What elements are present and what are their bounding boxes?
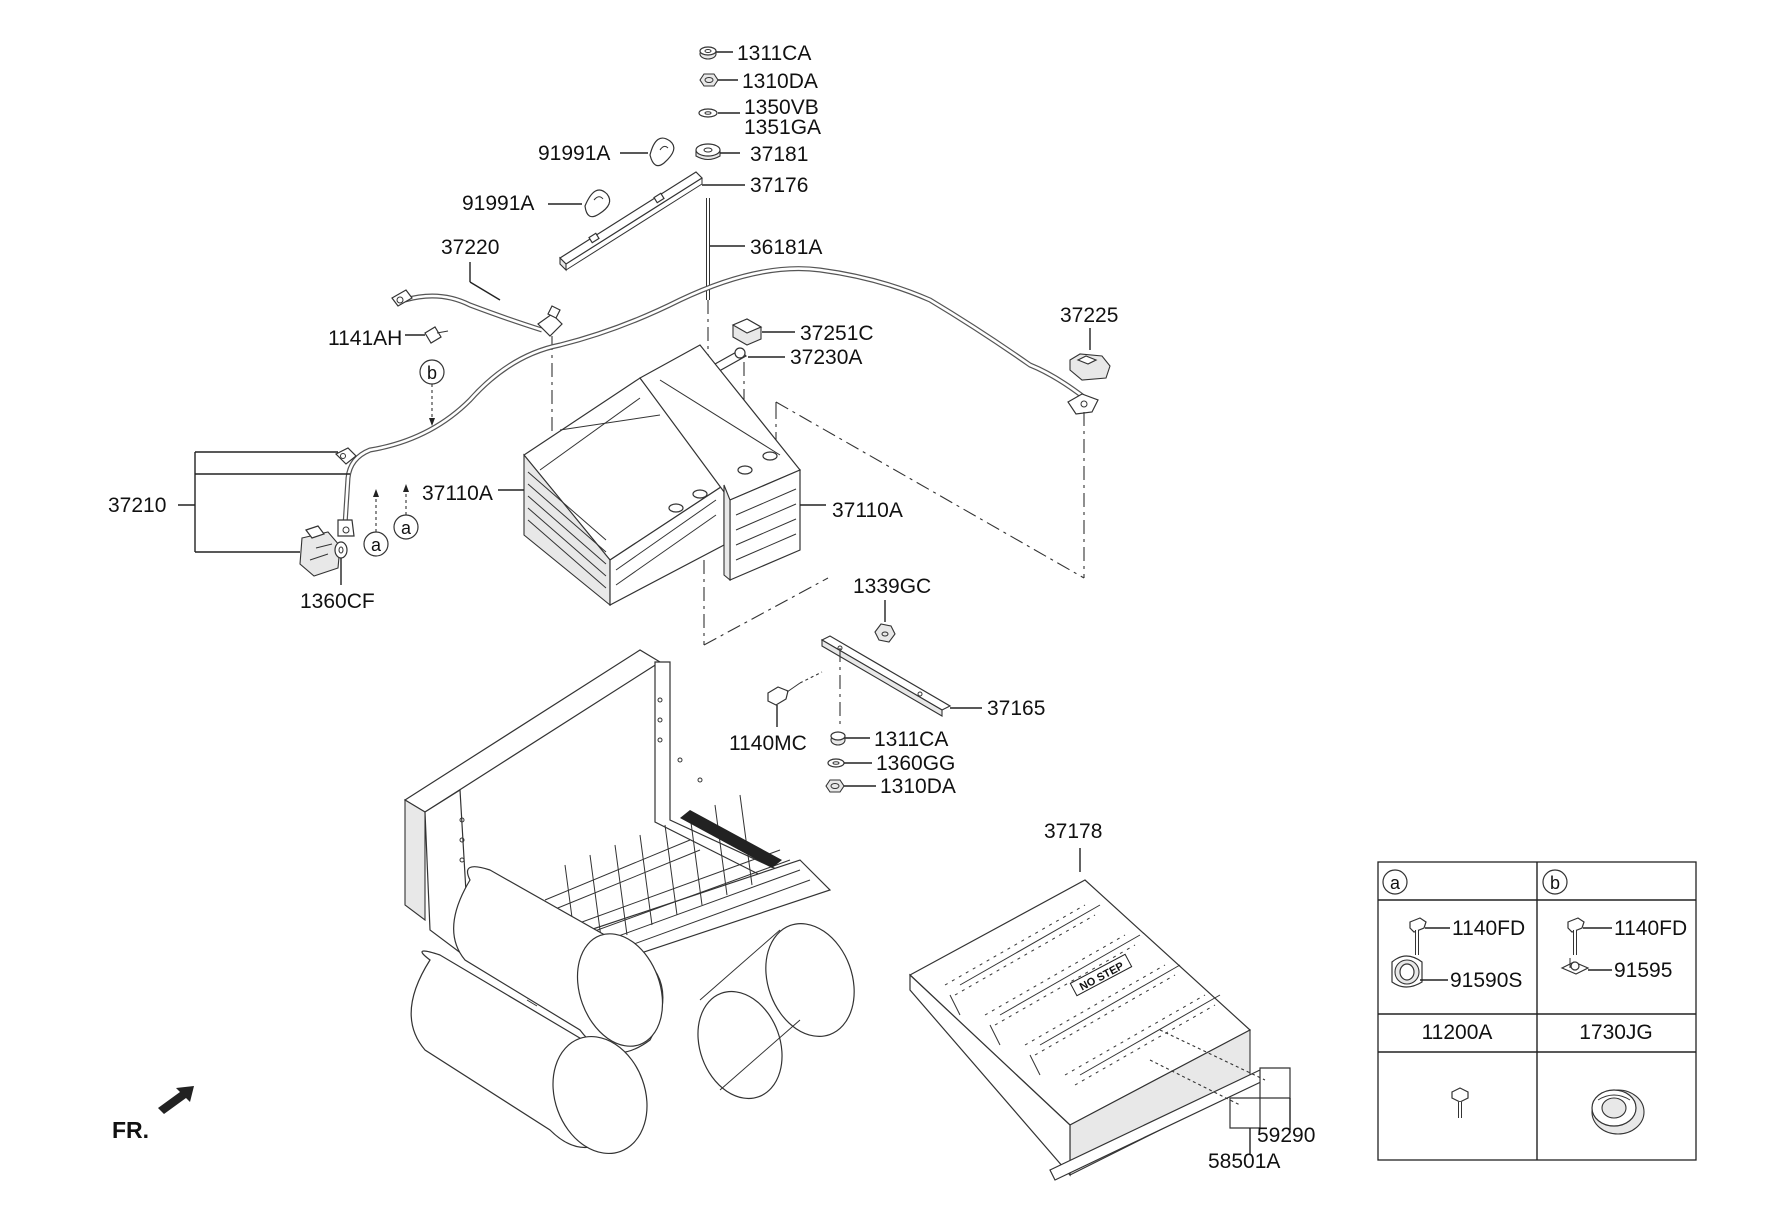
table-b-part1: 1140FD [1614,917,1687,940]
callout-37181: 37181 [750,143,808,166]
nut-1310da-top-icon [699,73,719,87]
cable-37210-icon [337,266,1087,537]
washer-1360gg-icon [827,758,845,768]
callout-58501a: 58501A [1208,1150,1280,1173]
front-indicator: FR. [112,1117,149,1143]
bracket-37165-icon [820,635,952,717]
cable-37220-icon [391,289,563,337]
callout-91991a-lower: 91991A [462,192,534,215]
bolt-1140fd-a-icon [1409,917,1427,955]
clip-91595-icon [1560,958,1590,975]
washer-1360cf-icon [334,541,348,559]
callout-37220: 37220 [441,236,499,259]
callout-1339gc: 1339GC [853,575,931,598]
callout-1360cf: 1360CF [300,590,375,613]
bolt-1141ah-icon [424,326,449,344]
insulator-37181-icon [695,143,721,161]
grommet-1730jg-icon [1591,1089,1645,1135]
table-a-part2: 91590S [1450,969,1522,992]
table-marker-b: b [1542,869,1568,895]
table-a-part1: 1140FD [1452,917,1525,940]
callout-37176: 37176 [750,174,808,197]
terminal-37210-upper-icon [334,447,357,465]
callout-1350vb: 1350VB [744,96,819,119]
switch-37210-icon [299,525,341,577]
callout-37251c: 37251C [800,322,874,345]
callout-91991a-upper: 91991A [538,142,610,165]
battery-cover-37178-icon: NO STEP [908,879,1266,1181]
marker-a-right: a [393,514,419,540]
marker-a-left-label: a [371,535,382,555]
clamp-91590s-icon [1391,955,1423,988]
marker-b-label: b [427,363,437,383]
bolt-1140fd-b-icon [1567,917,1585,955]
table-marker-a-label: a [1390,873,1401,893]
air-tanks-icon [410,866,855,1155]
table-a-row2-title: 11200A [1422,1021,1493,1044]
callout-1141ah: 1141AH [328,327,402,350]
callout-59290: 59290 [1257,1124,1315,1147]
callout-1311ca-bottom: 1311CA [874,728,948,751]
callout-1140mc: 1140MC [729,732,807,755]
callout-1310da-bottom: 1310DA [880,775,956,798]
terminal-37225-icon [1067,353,1111,415]
bolt-11200a-icon [1451,1087,1469,1118]
detail-table: a b 1140FD 91590S 1140FD 91595 11200A 17… [1377,861,1697,1161]
callout-1310da-top: 1310DA [742,70,818,93]
table-marker-b-label: b [1550,873,1560,893]
callout-37110a-left: 37110A [422,482,493,505]
table-b-row2-title: 1730JG [1579,1021,1653,1044]
front-direction-arrow-icon [158,1086,194,1114]
callout-37225: 37225 [1060,304,1118,327]
callout-1311ca-top: 1311CA [737,42,811,65]
table-marker-a: a [1382,869,1408,895]
callout-1351ga: 1351GA [744,116,821,139]
callout-37165: 37165 [987,697,1045,720]
battery-37110a-right-icon [639,344,801,582]
hold-down-bar-37176-icon [559,171,703,272]
clip-91991a-upper-icon [649,137,675,167]
table-b-part2: 91595 [1614,959,1672,982]
fastener-stack-top [695,46,740,161]
cover-vent-holes-icon [944,904,1216,1086]
callout-1360gg: 1360GG [876,752,955,775]
marker-b-upper: b [419,359,445,385]
callout-37210: 37210 [108,494,166,517]
washer-1350vb-icon [698,108,718,118]
clip-91991a-lower-icon [584,189,611,218]
callout-labels: 1311CA 1310DA 1350VB 1351GA 91991A 37181… [108,42,1315,1173]
label-59290-icon [1259,1067,1291,1099]
callout-36181a: 36181A [750,236,822,259]
callout-37230a: 37230A [790,346,862,369]
callout-37178: 37178 [1044,820,1102,843]
marker-a-left: a [363,531,389,557]
terminal-cover-37251c-icon [731,318,763,346]
bolt-1140mc-icon [767,682,801,706]
callout-37110a-right: 37110A [832,499,903,522]
nut-1339gc-icon [874,623,896,643]
leader-37210 [178,451,350,553]
marker-a-right-label: a [401,518,412,538]
nut-1311ca-bottom-icon [830,731,846,746]
label-58501a-icon [1229,1097,1261,1129]
nut-1310da-bottom-icon [825,779,845,793]
nut-1311ca-top-icon [699,46,717,60]
